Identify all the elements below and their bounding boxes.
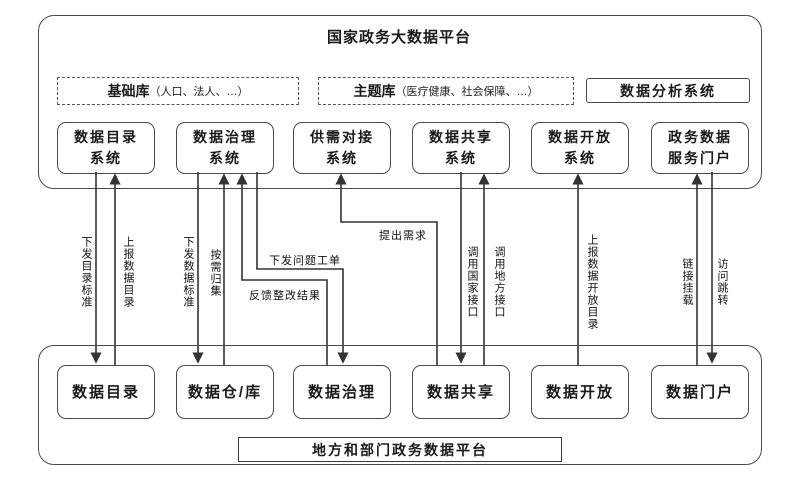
national-system-open: 数据开放 系统 (531, 122, 629, 174)
connector-feedback-rectification (236, 173, 328, 365)
flow-label-issue-catalog-standard: 下发目录标准 (80, 236, 92, 308)
node-label: 系统 (209, 150, 241, 166)
flow-label-issue-problem-ticket: 下发问题工单 (267, 252, 343, 268)
national-system-sharing: 数据共享 系统 (412, 122, 510, 174)
local-platform-box (38, 345, 762, 465)
base-library-box: 基础库（人口、法人、…） (57, 77, 299, 105)
connector-propose-demand (335, 173, 438, 365)
base-library-detail: （人口、法人、…） (149, 86, 249, 98)
node-label: 服务门户 (668, 150, 732, 166)
national-system-supply-demand: 供需对接 系统 (293, 122, 391, 174)
node-label: 数据目录 (74, 129, 138, 145)
flow-label-call-local-api: 调用地方接口 (493, 246, 505, 318)
base-library-name: 基础库 (107, 83, 150, 99)
flow-label-link-mount: 链接挂载 (681, 258, 693, 306)
node-label: 系统 (90, 150, 122, 166)
flow-label-visit-redirect: 访问跳转 (716, 258, 728, 306)
local-system-warehouse: 数据仓/库 (176, 365, 274, 419)
local-system-catalog: 数据目录 (57, 365, 155, 419)
national-system-portal: 政务数据 服务门户 (651, 122, 749, 174)
node-label: 政务数据 (668, 129, 732, 145)
local-system-sharing: 数据共享 (412, 365, 510, 419)
flow-label-feedback-rectification: 反馈整改结果 (247, 287, 323, 303)
theme-library-name: 主题库 (353, 83, 396, 99)
national-system-governance: 数据治理 系统 (176, 122, 274, 174)
node-label: 系统 (564, 150, 596, 166)
node-label: 供需对接 (310, 129, 374, 145)
local-system-governance: 数据治理 (293, 365, 391, 419)
local-platform-title: 地方和部门政务数据平台 (238, 437, 562, 462)
theme-library-detail: （医疗健康、社会保障、…） (395, 86, 539, 98)
node-label: 数据开放 (548, 129, 612, 145)
flow-label-issue-data-standard: 下发数据标准 (182, 236, 194, 308)
theme-library-box: 主题库（医疗健康、社会保障、…） (318, 77, 574, 105)
data-analysis-system-box: 数据分析系统 (586, 78, 750, 103)
flow-label-call-national-api: 调用国家接口 (466, 246, 478, 318)
national-platform-title: 国家政务大数据平台 (326, 29, 471, 46)
node-label: 系统 (326, 150, 358, 166)
local-system-open: 数据开放 (531, 365, 629, 419)
node-label: 系统 (445, 150, 477, 166)
flow-label-report-data-catalog: 上报数据目录 (122, 236, 134, 308)
flow-label-report-open-catalog: 上报数据开放目录 (586, 234, 598, 330)
node-label: 数据治理 (193, 129, 257, 145)
flow-label-on-demand-collection: 按需归集 (209, 249, 221, 297)
national-system-catalog: 数据目录 系统 (57, 122, 155, 174)
node-label: 数据共享 (429, 129, 493, 145)
local-system-portal: 数据门户 (651, 365, 749, 419)
flow-label-propose-demand: 提出需求 (377, 227, 429, 243)
